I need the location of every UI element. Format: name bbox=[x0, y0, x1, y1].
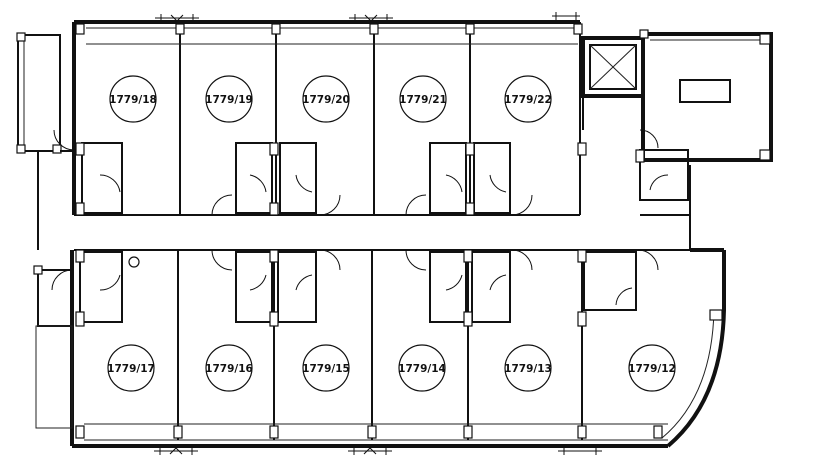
bottom-room-walls bbox=[79, 250, 668, 440]
outer-walls bbox=[70, 20, 726, 448]
corridor bbox=[74, 165, 691, 251]
room-1779-19: 1779/19 bbox=[205, 75, 253, 123]
room-marker-circle bbox=[398, 344, 446, 392]
window-markers bbox=[154, 12, 602, 455]
room-number-label: 1779/17 bbox=[107, 363, 155, 375]
room-marker-circle bbox=[205, 75, 253, 123]
elevator-block bbox=[581, 29, 773, 201]
room-marker-circle bbox=[205, 344, 253, 392]
room-number-label: 1779/14 bbox=[398, 363, 446, 375]
room-number-label: 1779/18 bbox=[109, 94, 157, 106]
room-1779-18: 1779/18 bbox=[109, 75, 157, 123]
room-number-label: 1779/19 bbox=[205, 94, 253, 106]
room-number-label: 1779/12 bbox=[628, 363, 676, 375]
room-number-label: 1779/15 bbox=[302, 363, 350, 375]
room-marker-circle bbox=[504, 344, 552, 392]
door-swings bbox=[51, 129, 669, 306]
structural-columns bbox=[75, 23, 723, 439]
room-1779-14: 1779/14 bbox=[398, 344, 446, 392]
room-marker-circle bbox=[628, 344, 676, 392]
room-number-label: 1779/22 bbox=[504, 94, 552, 106]
room-1779-12: 1779/12 bbox=[628, 344, 676, 392]
left-stair-block bbox=[16, 32, 74, 429]
room-marker-circle bbox=[504, 75, 552, 123]
room-1779-15: 1779/15 bbox=[302, 344, 350, 392]
top-room-walls bbox=[81, 28, 578, 215]
room-marker-circle bbox=[302, 344, 350, 392]
room-marker-circle bbox=[107, 344, 155, 392]
room-1779-17: 1779/17 bbox=[107, 344, 155, 392]
room-1779-13: 1779/13 bbox=[504, 344, 552, 392]
room-marker-circle bbox=[302, 75, 350, 123]
room-number-label: 1779/21 bbox=[399, 94, 447, 106]
room-1779-22: 1779/22 bbox=[504, 75, 552, 123]
room-number-label: 1779/20 bbox=[302, 94, 350, 106]
room-number-label: 1779/16 bbox=[205, 363, 253, 375]
room-1779-16: 1779/16 bbox=[205, 344, 253, 392]
room-1779-20: 1779/20 bbox=[302, 75, 350, 123]
room-marker-circle bbox=[109, 75, 157, 123]
room-number-label: 1779/13 bbox=[504, 363, 552, 375]
room-1779-21: 1779/21 bbox=[399, 75, 447, 123]
room-marker-circle bbox=[399, 75, 447, 123]
